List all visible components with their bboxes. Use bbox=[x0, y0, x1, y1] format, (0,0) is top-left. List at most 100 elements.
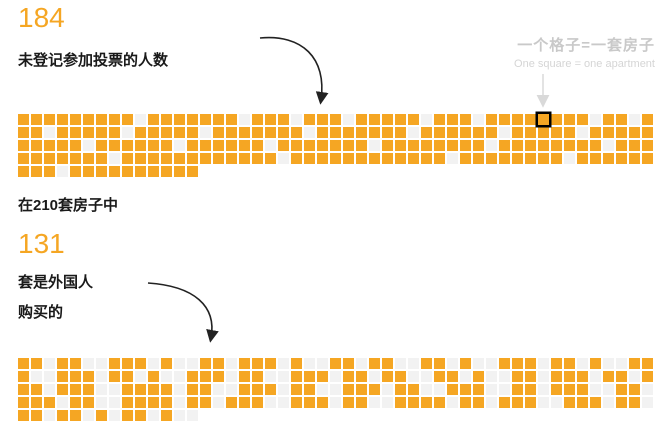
waffle-cell-filled bbox=[603, 371, 614, 382]
waffle-cell-filled bbox=[174, 114, 185, 125]
waffle-cell-empty bbox=[44, 358, 55, 369]
waffle-cell-filled bbox=[278, 140, 289, 151]
waffle-cell-filled bbox=[408, 114, 419, 125]
waffle-cell-filled bbox=[499, 153, 510, 164]
waffle-cell-empty bbox=[473, 114, 484, 125]
waffle-cell-filled bbox=[291, 140, 302, 151]
waffle-cell-filled bbox=[395, 140, 406, 151]
waffle-cell-filled bbox=[252, 140, 263, 151]
waffle-cell-empty bbox=[174, 140, 185, 151]
waffle-cell-empty bbox=[590, 371, 601, 382]
waffle-cell-filled bbox=[226, 127, 237, 138]
waffle-cell-filled bbox=[252, 397, 263, 408]
waffle-cell-empty bbox=[408, 358, 419, 369]
waffle-cell-filled bbox=[538, 127, 549, 138]
waffle-cell-filled bbox=[369, 127, 380, 138]
waffle-cell-filled bbox=[629, 153, 640, 164]
waffle-cell-empty bbox=[330, 384, 341, 395]
waffle-cell-filled bbox=[252, 358, 263, 369]
waffle-cell-empty bbox=[148, 410, 159, 421]
waffle-cell-filled bbox=[317, 127, 328, 138]
waffle-cell-empty bbox=[421, 371, 432, 382]
waffle-cell-filled bbox=[70, 114, 81, 125]
waffle-cell-filled bbox=[564, 114, 575, 125]
waffle-cell-filled bbox=[460, 384, 471, 395]
waffle-cell-filled bbox=[551, 358, 562, 369]
waffle-cell-filled bbox=[616, 153, 627, 164]
waffle-cell-empty bbox=[421, 114, 432, 125]
waffle-cell-filled bbox=[239, 371, 250, 382]
waffle-cell-filled bbox=[135, 397, 146, 408]
waffle-cell-empty bbox=[603, 397, 614, 408]
waffle-cell-filled bbox=[616, 127, 627, 138]
waffle-cell-filled bbox=[356, 114, 367, 125]
waffle-cell-filled bbox=[616, 384, 627, 395]
waffle-cell-empty bbox=[369, 140, 380, 151]
waffle-cell-filled bbox=[57, 371, 68, 382]
waffle-cell-empty bbox=[109, 397, 120, 408]
waffle-cell-filled bbox=[525, 127, 536, 138]
waffle-cell-filled bbox=[356, 153, 367, 164]
waffle-cell-empty bbox=[83, 140, 94, 151]
waffle-cell-filled bbox=[70, 371, 81, 382]
waffle-cell-empty bbox=[304, 127, 315, 138]
waffle-cell-filled bbox=[57, 153, 68, 164]
waffle-cell-filled bbox=[629, 127, 640, 138]
waffle-cell-empty bbox=[603, 384, 614, 395]
waffle-cell-filled bbox=[551, 153, 562, 164]
waffle-cell-filled bbox=[434, 371, 445, 382]
stat-foreign-owned-label-line1: 套是外国人 bbox=[18, 274, 94, 291]
waffle-cell-filled bbox=[278, 127, 289, 138]
waffle-cell-filled bbox=[70, 127, 81, 138]
stat-foreign-owned-label-line2: 购买的 bbox=[18, 304, 64, 321]
waffle-cell-filled bbox=[213, 371, 224, 382]
waffle-cell-filled bbox=[304, 114, 315, 125]
waffle-cell-filled bbox=[187, 127, 198, 138]
waffle-cell-filled bbox=[70, 166, 81, 177]
waffle-cell-empty bbox=[187, 410, 198, 421]
waffle-cell-filled bbox=[31, 166, 42, 177]
waffle-cell-filled bbox=[200, 397, 211, 408]
waffle-cell-filled bbox=[642, 371, 653, 382]
waffle-cell-filled bbox=[187, 384, 198, 395]
waffle-cell-filled bbox=[278, 114, 289, 125]
waffle-cell-filled bbox=[148, 114, 159, 125]
waffle-cell-filled bbox=[187, 397, 198, 408]
waffle-cell-filled bbox=[317, 153, 328, 164]
waffle-cell-filled bbox=[148, 127, 159, 138]
waffle-cell-filled bbox=[616, 114, 627, 125]
waffle-cell-filled bbox=[590, 358, 601, 369]
waffle-cell-filled bbox=[109, 127, 120, 138]
waffle-cell-filled bbox=[525, 384, 536, 395]
waffle-cell-filled bbox=[486, 114, 497, 125]
waffle-cell-empty bbox=[382, 384, 393, 395]
waffle-cell-empty bbox=[629, 371, 640, 382]
waffle-cell-filled bbox=[200, 384, 211, 395]
waffle-cell-empty bbox=[239, 114, 250, 125]
waffle-cell-filled bbox=[317, 140, 328, 151]
waffle-cell-empty bbox=[135, 114, 146, 125]
waffle-cell-filled bbox=[161, 166, 172, 177]
waffle-cell-filled bbox=[96, 410, 107, 421]
waffle-cell-filled bbox=[395, 153, 406, 164]
waffle-cell-filled bbox=[343, 140, 354, 151]
waffle-cell-filled bbox=[122, 140, 133, 151]
waffle-cell-filled bbox=[538, 140, 549, 151]
waffle-cell-filled bbox=[343, 153, 354, 164]
waffle-cell-filled bbox=[109, 114, 120, 125]
waffle-cell-empty bbox=[447, 397, 458, 408]
waffle-cell-filled bbox=[239, 384, 250, 395]
waffle-cell-filled bbox=[473, 140, 484, 151]
waffle-cell-filled bbox=[291, 384, 302, 395]
waffle-cell-filled bbox=[265, 358, 276, 369]
waffle-cell-filled bbox=[213, 114, 224, 125]
waffle-cell-empty bbox=[161, 371, 172, 382]
waffle-cell-filled bbox=[421, 153, 432, 164]
waffle-cell-filled bbox=[135, 140, 146, 151]
waffle-cell-filled bbox=[18, 410, 29, 421]
waffle-cell-empty bbox=[486, 140, 497, 151]
waffle-cell-filled bbox=[122, 166, 133, 177]
waffle-cell-empty bbox=[538, 384, 549, 395]
waffle-cell-empty bbox=[447, 358, 458, 369]
waffle-cell-empty bbox=[486, 384, 497, 395]
